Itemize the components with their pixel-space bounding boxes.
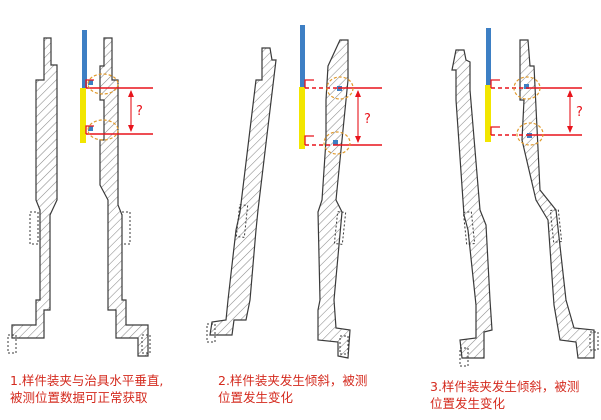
probe-rod — [300, 25, 305, 87]
left-clamp-block — [235, 204, 249, 238]
fixture-arm-lower — [490, 126, 500, 135]
bottom-pad-left — [459, 347, 469, 367]
left-wall-profile — [209, 47, 277, 336]
right-wall-profile — [317, 39, 351, 359]
bottom-pad-left — [7, 334, 17, 354]
fixture-arm-upper — [490, 79, 500, 88]
caption-line-1: 3.样件装夹发生倾斜，被测 — [430, 379, 580, 394]
arrowhead-top — [128, 90, 134, 97]
left-clamp-block — [29, 211, 39, 245]
fixture-column — [299, 87, 305, 149]
bottom-pad-left — [206, 323, 216, 343]
arrowhead-bottom — [355, 136, 361, 143]
caption-panel-3: 3.样件装夹发生倾斜，被测 位置发生变化 — [430, 378, 579, 412]
panel-2: ? — [206, 25, 382, 359]
fixture-arm-lower — [304, 135, 314, 145]
caption-line-1: 1.样件装夹与治具水平垂直, — [10, 373, 164, 388]
probe-tip-upper — [524, 84, 529, 89]
arrowhead-bottom — [567, 126, 573, 133]
highlight-circle-upper — [87, 73, 119, 95]
left-clamp-block — [462, 211, 476, 245]
panel-1: ? — [7, 30, 153, 357]
left-wall-profile — [11, 37, 58, 339]
right-clamp-block — [333, 211, 347, 245]
right-clamp-block — [121, 211, 131, 245]
right-clamp-block — [549, 209, 563, 243]
probe-tip-upper — [88, 80, 93, 85]
right-wall-profile — [99, 37, 149, 357]
gap-question-mark: ? — [364, 112, 371, 127]
probe-rod — [82, 30, 87, 88]
highlight-circle-lower — [516, 122, 544, 146]
panel-3: ? — [451, 28, 599, 367]
caption-line-2: 被测位置数据可正常获取 — [10, 390, 148, 405]
highlight-circle-upper — [326, 76, 354, 100]
gap-question-mark: ? — [576, 105, 583, 120]
arrowhead-top — [567, 90, 573, 97]
arrowhead-bottom — [128, 125, 134, 132]
fixture-column — [485, 85, 491, 142]
fixture-arm-upper — [304, 79, 314, 88]
left-wall-profile — [451, 49, 493, 359]
probe-tip-lower — [88, 126, 93, 131]
bottom-pad-right — [339, 335, 349, 355]
highlight-circle-lower — [87, 119, 119, 141]
caption-line-2: 位置发生变化 — [430, 396, 506, 411]
caption-line-1: 2.样件装夹发生倾斜，被测 — [218, 373, 368, 388]
caption-panel-1: 1.样件装夹与治具水平垂直, 被测位置数据可正常获取 — [10, 372, 163, 406]
highlight-circle-lower — [323, 131, 351, 155]
fixture-column — [80, 88, 86, 143]
probe-tip-lower — [333, 140, 338, 145]
highlight-circle-upper — [513, 76, 541, 100]
gap-question-mark: ? — [136, 104, 143, 119]
bottom-pad-right — [141, 334, 151, 354]
caption-panel-2: 2.样件装夹发生倾斜，被测 位置发生变化 — [218, 372, 367, 406]
caption-line-2: 位置发生变化 — [218, 390, 294, 405]
right-wall-profile — [519, 39, 595, 359]
fixture-arm-lower — [85, 125, 94, 134]
bottom-pad-right — [589, 331, 599, 351]
probe-rod — [486, 28, 491, 88]
fixture-arm-upper — [85, 79, 94, 88]
arrowhead-top — [355, 90, 361, 97]
